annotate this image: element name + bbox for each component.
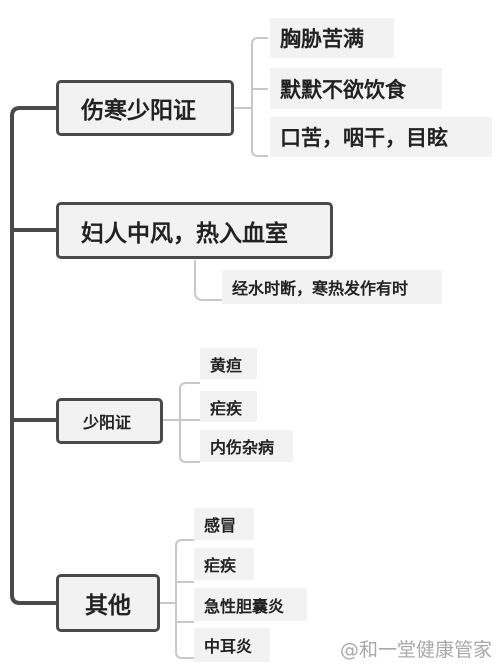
leaf-item[interactable]: 疟疾 <box>200 391 257 422</box>
leaf-item[interactable]: 内伤杂病 <box>200 430 293 462</box>
b2-connector <box>194 260 222 301</box>
b3-bracket <box>179 382 200 463</box>
branch-label: 少阳证 <box>83 413 132 432</box>
branch-label: 其他 <box>85 593 131 619</box>
leaf-label: 中耳炎 <box>204 637 253 656</box>
leaf-item[interactable]: 经水时断，寒热发作有时 <box>222 270 442 304</box>
branch-label: 伤寒少阳证 <box>81 98 196 124</box>
leaf-item[interactable]: 胸胁苦满 <box>270 18 394 58</box>
branch-node-woman-wind[interactable]: 妇人中风，热入血室 <box>56 202 333 259</box>
b1-bracket <box>251 37 268 157</box>
leaf-item[interactable]: 感冒 <box>194 508 254 540</box>
leaf-item[interactable]: 口苦，咽干，目眩 <box>270 117 492 157</box>
leaf-label: 胸胁苦满 <box>280 27 364 51</box>
leaf-label: 默默不欲饮食 <box>280 77 406 102</box>
branch-node-other[interactable]: 其他 <box>56 574 160 632</box>
leaf-item[interactable]: 中耳炎 <box>194 628 270 662</box>
branch-node-shaoyang[interactable]: 少阳证 <box>56 398 163 444</box>
leaf-label: 疟疾 <box>210 398 243 418</box>
leaf-label: 感冒 <box>204 516 237 535</box>
leaf-label: 急性胆囊炎 <box>204 596 285 616</box>
spine-line <box>10 106 56 605</box>
leaf-item[interactable]: 急性胆囊炎 <box>194 588 307 621</box>
branch-node-shaoyang-cold[interactable]: 伤寒少阳证 <box>56 80 234 136</box>
b4-bracket <box>175 539 194 659</box>
branch-label: 妇人中风，热入血室 <box>81 220 288 247</box>
leaf-label: 口苦，咽干，目眩 <box>280 126 448 150</box>
leaf-label: 疟疾 <box>204 556 237 575</box>
leaf-item[interactable]: 疟疾 <box>194 548 254 580</box>
leaf-label: 黄疸 <box>210 355 243 375</box>
leaf-item[interactable]: 黄疸 <box>200 348 257 379</box>
leaf-label: 经水时断，寒热发作有时 <box>232 279 409 298</box>
leaf-item[interactable]: 默默不欲饮食 <box>270 68 442 109</box>
watermark-text: @和一堂健康管家 <box>339 639 492 661</box>
leaf-label: 内伤杂病 <box>210 438 275 457</box>
